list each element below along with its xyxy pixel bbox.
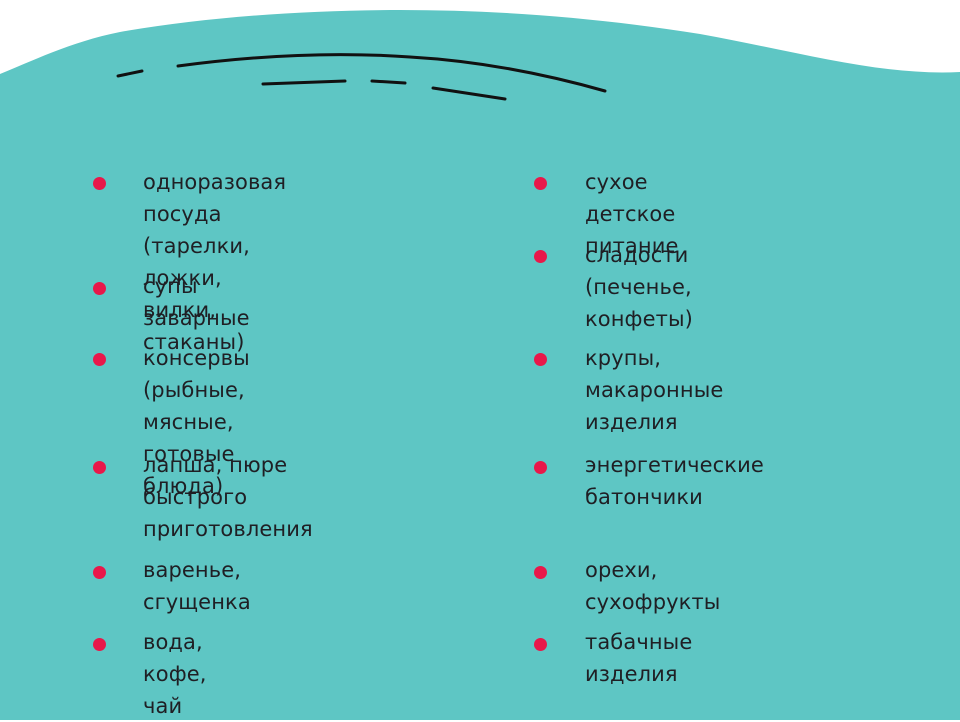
list-item-text: лапша, пюре быстрого приготовления xyxy=(143,453,313,541)
bullet-dot xyxy=(93,282,106,295)
decorative-dashes xyxy=(116,53,607,101)
list-item-text: сладости (печенье, конфеты) xyxy=(585,243,693,331)
list-item-text: варенье, сгущенка xyxy=(143,558,251,614)
bullet-dot xyxy=(534,177,547,190)
list-item-text: крупы, макаронные изделия xyxy=(585,346,724,434)
bullet-dot xyxy=(534,566,547,579)
list-item-text: консервы (рыбные, мясные, готовые блюда) xyxy=(143,346,250,498)
dash-line-3 xyxy=(261,79,347,86)
bullet-dot xyxy=(93,461,106,474)
dash-line-4 xyxy=(370,79,407,85)
dash-line-2 xyxy=(176,53,607,93)
list-item-text: вода, кофе, чай xyxy=(143,630,207,718)
bullet-dot xyxy=(93,353,106,366)
bullet-dot xyxy=(534,353,547,366)
list-item-text: сухое детское питание xyxy=(585,170,679,258)
bullet-dot xyxy=(534,638,547,651)
bullet-dot xyxy=(534,461,547,474)
bullet-dot xyxy=(534,250,547,263)
bullet-dot xyxy=(93,566,106,579)
list-item-text: одноразовая посуда (тарелки, ложки, вилк… xyxy=(143,170,287,354)
bullet-dot xyxy=(93,638,106,651)
list-item-text: табачные изделия xyxy=(585,630,693,686)
list-item-text: орехи, сухофрукты xyxy=(585,558,721,614)
dash-line-5 xyxy=(431,86,507,101)
bullet-dot xyxy=(93,177,106,190)
white-wave-top xyxy=(0,0,960,74)
dash-line-1 xyxy=(116,69,144,78)
list-item-text: супы заварные xyxy=(143,274,250,330)
list-item-text: энергетические батончики xyxy=(585,453,764,509)
